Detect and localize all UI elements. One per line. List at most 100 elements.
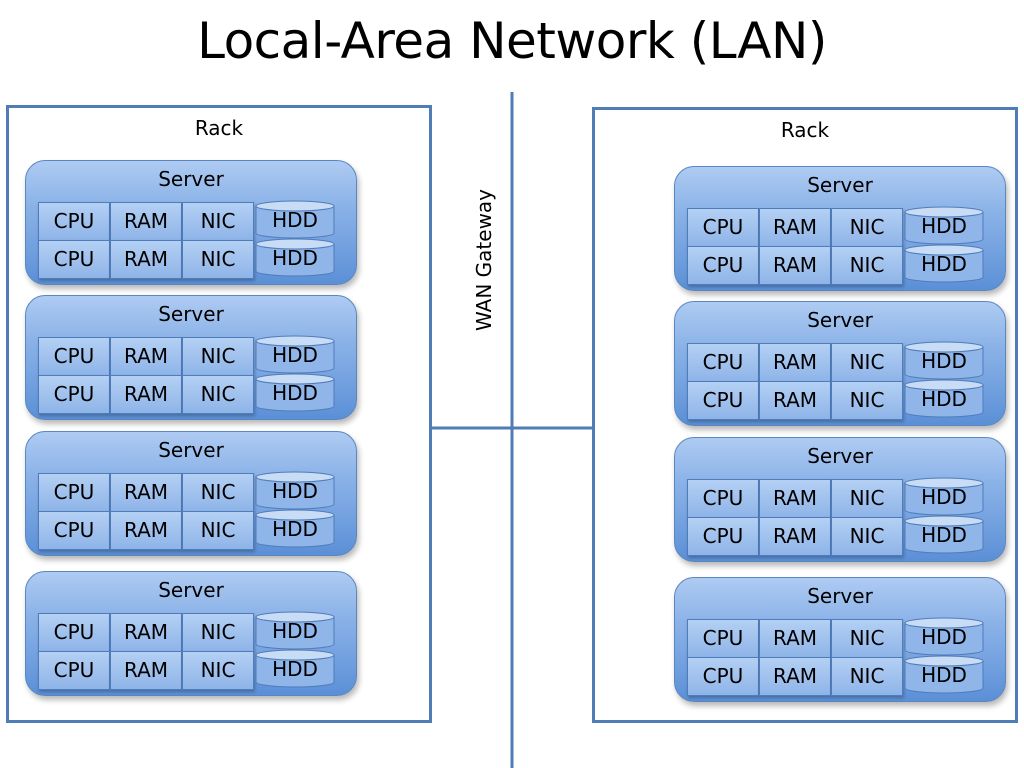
hdd-cylinder-icon	[255, 335, 335, 374]
hdd-disk: HDD	[904, 206, 984, 246]
cpu-cell: CPU	[38, 613, 110, 652]
hdd-label: HDD	[921, 252, 967, 276]
hdd-disk: HDD	[255, 373, 335, 413]
ram-cell: RAM	[110, 511, 182, 550]
nic-cell: NIC	[182, 613, 254, 652]
server-label: Server	[158, 302, 224, 326]
server-label: Server	[807, 444, 873, 468]
ram-cell: RAM	[110, 202, 182, 241]
rack-label: Rack	[194, 116, 244, 140]
wan-gateway-label: WAN Gateway	[472, 188, 496, 332]
hdd-label: HDD	[921, 663, 967, 687]
hdd-disk: HDD	[255, 649, 335, 689]
hdd-disk: HDD	[904, 477, 984, 517]
hdd-label: HDD	[921, 523, 967, 547]
ram-cell: RAM	[759, 208, 831, 247]
server-label: Server	[158, 438, 224, 462]
hdd-label: HDD	[272, 208, 318, 232]
hdd-label: HDD	[921, 625, 967, 649]
cpu-cell: CPU	[38, 473, 110, 512]
hdd-cylinder-icon	[904, 477, 984, 516]
nic-cell: NIC	[831, 246, 903, 285]
nic-cell: NIC	[182, 511, 254, 550]
ram-cell: RAM	[110, 473, 182, 512]
nic-cell: NIC	[182, 337, 254, 376]
ram-cell: RAM	[759, 657, 831, 696]
hdd-cylinder-icon	[255, 471, 335, 510]
ram-cell: RAM	[759, 517, 831, 556]
nic-cell: NIC	[182, 202, 254, 241]
nic-cell: NIC	[831, 479, 903, 518]
cpu-cell: CPU	[687, 381, 759, 420]
nic-cell: NIC	[182, 473, 254, 512]
hdd-label: HDD	[272, 343, 318, 367]
ram-cell: RAM	[759, 381, 831, 420]
hdd-disk: HDD	[255, 238, 335, 278]
cpu-cell: CPU	[38, 202, 110, 241]
hdd-cylinder-icon	[904, 206, 984, 245]
server-label: Server	[158, 167, 224, 191]
hdd-label: HDD	[921, 214, 967, 238]
hdd-cylinder-icon	[255, 200, 335, 239]
cpu-cell: CPU	[687, 657, 759, 696]
cpu-cell: CPU	[38, 375, 110, 414]
hdd-cylinder-icon	[255, 509, 335, 548]
hdd-disk: HDD	[255, 200, 335, 240]
hdd-disk: HDD	[255, 509, 335, 549]
hdd-cylinder-icon	[904, 617, 984, 656]
hdd-disk: HDD	[904, 655, 984, 695]
hdd-cylinder-icon	[255, 238, 335, 277]
nic-cell: NIC	[831, 208, 903, 247]
cpu-cell: CPU	[38, 337, 110, 376]
hdd-cylinder-icon	[904, 515, 984, 554]
nic-cell: NIC	[182, 651, 254, 690]
diagram-title: Local-Area Network (LAN)	[197, 12, 827, 70]
hdd-label: HDD	[272, 657, 318, 681]
ram-cell: RAM	[110, 337, 182, 376]
cpu-cell: CPU	[687, 619, 759, 658]
hdd-label: HDD	[272, 619, 318, 643]
cpu-cell: CPU	[687, 246, 759, 285]
nic-cell: NIC	[831, 657, 903, 696]
ram-cell: RAM	[759, 619, 831, 658]
hdd-cylinder-icon	[904, 379, 984, 418]
hdd-cylinder-icon	[255, 373, 335, 412]
hdd-label: HDD	[921, 485, 967, 509]
hdd-label: HDD	[272, 246, 318, 270]
hdd-cylinder-icon	[904, 655, 984, 694]
ram-cell: RAM	[759, 479, 831, 518]
hdd-cylinder-icon	[904, 244, 984, 283]
hdd-disk: HDD	[255, 335, 335, 375]
cpu-cell: CPU	[687, 479, 759, 518]
cpu-cell: CPU	[38, 240, 110, 279]
hdd-label: HDD	[272, 517, 318, 541]
hdd-cylinder-icon	[904, 341, 984, 380]
hdd-disk: HDD	[255, 471, 335, 511]
ram-cell: RAM	[110, 240, 182, 279]
ram-cell: RAM	[759, 246, 831, 285]
nic-cell: NIC	[182, 375, 254, 414]
hdd-disk: HDD	[904, 617, 984, 657]
cpu-cell: CPU	[687, 517, 759, 556]
cpu-cell: CPU	[38, 651, 110, 690]
hdd-label: HDD	[272, 381, 318, 405]
hdd-label: HDD	[921, 387, 967, 411]
hdd-disk: HDD	[904, 515, 984, 555]
hdd-label: HDD	[921, 349, 967, 373]
nic-cell: NIC	[831, 381, 903, 420]
hdd-label: HDD	[272, 479, 318, 503]
hdd-cylinder-icon	[255, 649, 335, 688]
server-label: Server	[158, 578, 224, 602]
nic-cell: NIC	[831, 517, 903, 556]
nic-cell: NIC	[831, 343, 903, 382]
nic-cell: NIC	[182, 240, 254, 279]
rack-label: Rack	[780, 118, 830, 142]
cpu-cell: CPU	[687, 208, 759, 247]
cpu-cell: CPU	[687, 343, 759, 382]
